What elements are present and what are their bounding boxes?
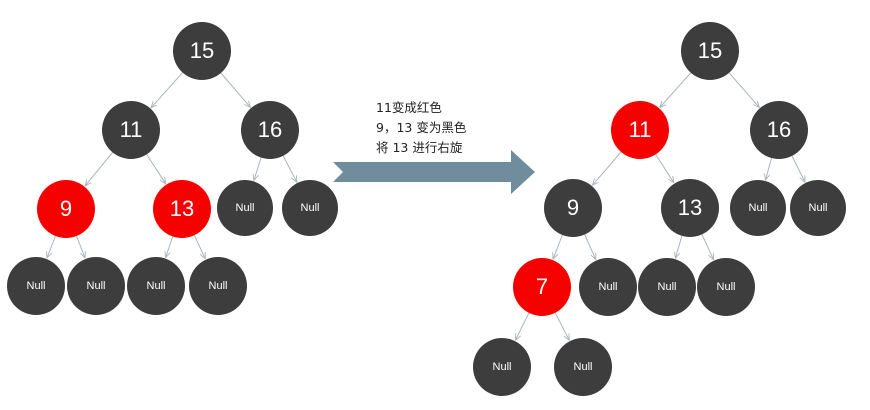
after-edge-a11-a9 [593,151,622,185]
caption-line-1: 11变成红色 [376,100,442,115]
before-edge-b16-b16R [282,155,297,182]
before-edge-b13-b13R [193,235,205,258]
before-node-15: 15 [173,22,231,80]
before-edge-b13-b13L [166,236,174,258]
after-edge-a9-a7 [553,234,563,259]
before-edge-b15-b16 [220,72,251,107]
before-node-null: Null [127,257,185,315]
before-node-null: Null [7,257,65,315]
before-node-9: 9 [37,180,95,238]
caption-line-2: 9，13 变为黑色 [376,120,467,135]
after-node-13: 13 [661,179,719,237]
before-node-11: 11 [102,101,160,159]
before-node-null: Null [67,257,125,315]
after-edge-a13-a13L [675,235,683,258]
before-edge-b16-b16L [254,157,262,181]
after-node-null: Null [579,258,637,316]
after-node-null: Null [473,338,531,396]
after-edge-a7-a7R [554,312,569,341]
after-node-9: 9 [544,179,602,237]
caption-line-3: 将 13 进行右旋 [376,140,463,155]
caption: 11变成红色 9，13 变为黑色 将 13 进行右旋 [376,98,466,158]
arrow-right-icon [333,150,535,194]
before-node-null: Null [189,257,247,315]
transition-arrow [333,150,535,201]
before-node-null: Null [217,180,273,236]
after-node-null: Null [638,258,696,316]
after-edge-a16-a16R [791,155,805,182]
before-edge-b9-b9R [76,235,86,258]
after-node-16: 16 [750,101,808,159]
after-edge-a15-a16 [728,72,759,108]
after-edge-a9-a9R [584,234,596,260]
after-node-null: Null [554,338,612,396]
before-edge-b11-b13 [146,154,166,183]
after-edge-a16-a16L [766,157,772,180]
before-node-null: Null [282,180,338,236]
after-edge-a11-a13 [655,154,674,182]
before-edge-b11-b9 [85,152,113,185]
after-node-null: Null [697,258,755,316]
before-node-13: 13 [153,180,211,238]
after-node-11: 11 [611,101,669,159]
after-edge-a13-a13R [701,234,714,259]
after-node-15: 15 [681,22,739,80]
before-edge-b15-b11 [151,72,183,108]
after-edge-a7-a7L [515,312,530,340]
after-node-null: Null [790,180,846,236]
after-node-7: 7 [513,258,571,316]
after-node-null: Null [730,180,786,236]
after-edge-a15-a11 [660,72,692,108]
before-node-16: 16 [241,101,299,159]
before-edge-b9-b9L [47,235,56,258]
